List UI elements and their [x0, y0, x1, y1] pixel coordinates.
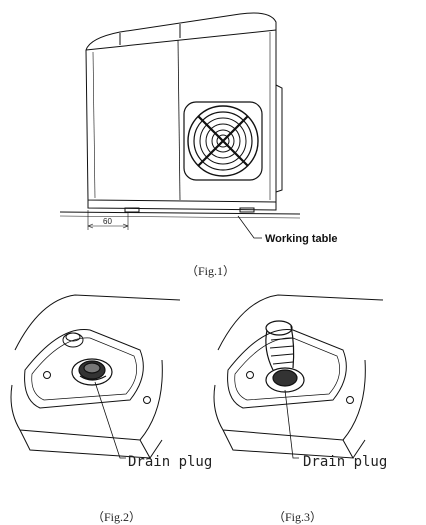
figure-3: Drain plug （Fig.3） [213, 290, 426, 525]
fig1-caption: （Fig.1） [186, 264, 236, 278]
drain-plug-closeup-fig2 [10, 294, 181, 459]
fig2-caption: （Fig.2） [92, 510, 142, 524]
drain-plug-icon [265, 320, 305, 393]
drain-plug-label-fig3: Drain plug [303, 454, 388, 470]
drain-plug-label-fig2: Drain plug [128, 454, 213, 470]
fig3-caption: （Fig.3） [273, 510, 323, 524]
figure-1: 60 Working table （Fig.1） [59, 12, 338, 278]
dimension-label: 60 [103, 217, 112, 226]
working-table-label: Working table [265, 233, 338, 245]
figure-2: Drain plug （Fig.2） [0, 290, 213, 525]
fan-grille-icon [183, 101, 263, 181]
ice-maker-side-drawing [59, 12, 301, 239]
drain-plug-closeup-fig3 [213, 294, 384, 459]
drain-plug-icon [71, 358, 113, 386]
